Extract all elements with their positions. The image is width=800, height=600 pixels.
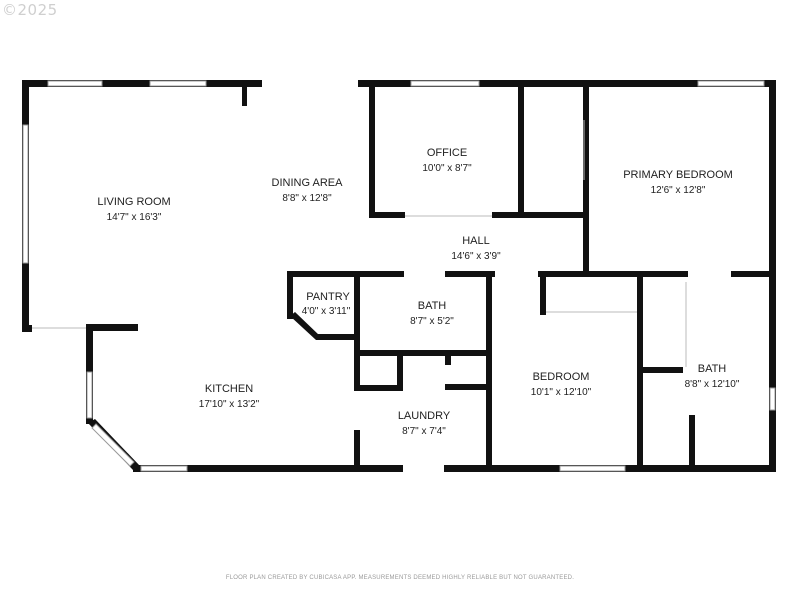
room-dimensions: 8'8" x 12'10" — [685, 379, 740, 390]
disclaimer-footer: FLOOR PLAN CREATED BY CUBICASA APP. MEAS… — [225, 575, 575, 581]
room-labels: LIVING ROOM 14'7" x 16'3" DINING AREA 8'… — [97, 147, 740, 437]
wall — [445, 355, 451, 365]
wall — [86, 324, 138, 331]
window — [697, 80, 765, 87]
window — [22, 124, 29, 264]
window — [91, 423, 135, 467]
room-dimensions: 10'1" x 12'10" — [531, 387, 592, 398]
wall — [290, 312, 320, 340]
wall — [445, 384, 492, 390]
wall — [492, 212, 586, 218]
wall — [316, 334, 358, 340]
room-name: DINING AREA — [272, 177, 344, 189]
wall — [22, 325, 32, 332]
window — [559, 465, 626, 472]
wall — [731, 271, 776, 277]
wall — [637, 367, 683, 373]
room-dimensions: 17'10" x 13'2" — [199, 399, 260, 410]
room-name: LAUNDRY — [398, 410, 451, 422]
wall — [518, 86, 524, 218]
room-dimensions: 10'0" x 8'7" — [422, 163, 472, 174]
wall — [369, 86, 375, 216]
wall — [354, 350, 492, 356]
window — [410, 80, 480, 87]
window — [86, 371, 93, 419]
wall — [133, 465, 403, 472]
wall — [22, 80, 262, 87]
wall — [445, 271, 495, 277]
room-dimensions: 4'0" x 3'11" — [302, 306, 351, 317]
window — [149, 80, 207, 87]
room-name: LIVING ROOM — [97, 196, 170, 208]
wall — [242, 80, 247, 106]
room-dimensions: 8'8" x 12'8" — [282, 193, 332, 204]
wall — [354, 430, 360, 472]
room-name: PANTRY — [306, 291, 350, 303]
wall — [369, 212, 405, 218]
room-dimensions: 14'7" x 16'3" — [107, 212, 162, 223]
wall — [583, 86, 589, 274]
room-dimensions: 14'6" x 3'9" — [451, 251, 501, 262]
wall — [397, 355, 403, 391]
wall — [358, 80, 776, 87]
wall — [287, 271, 404, 277]
windows — [22, 80, 776, 472]
window — [140, 465, 188, 472]
window — [769, 387, 776, 411]
wall — [538, 271, 688, 277]
wall — [540, 271, 546, 315]
room-name: BATH — [418, 300, 447, 312]
room-name: OFFICE — [427, 147, 467, 159]
wall — [354, 385, 402, 391]
room-dimensions: 8'7" x 7'4" — [402, 426, 446, 437]
room-dimensions: 8'7" x 5'2" — [410, 316, 454, 327]
window — [47, 80, 103, 87]
room-dimensions: 12'6" x 12'8" — [651, 185, 706, 196]
copyright-watermark: ©2025 — [2, 1, 58, 19]
wall — [689, 415, 695, 472]
wall — [486, 271, 492, 472]
room-name: HALL — [462, 235, 490, 247]
room-name: KITCHEN — [205, 383, 253, 395]
room-name: PRIMARY BEDROOM — [623, 169, 733, 181]
wall — [287, 271, 293, 319]
room-name: BEDROOM — [533, 371, 590, 383]
room-name: BATH — [698, 363, 727, 375]
wall — [354, 271, 360, 391]
closet-openings — [32, 120, 687, 367]
